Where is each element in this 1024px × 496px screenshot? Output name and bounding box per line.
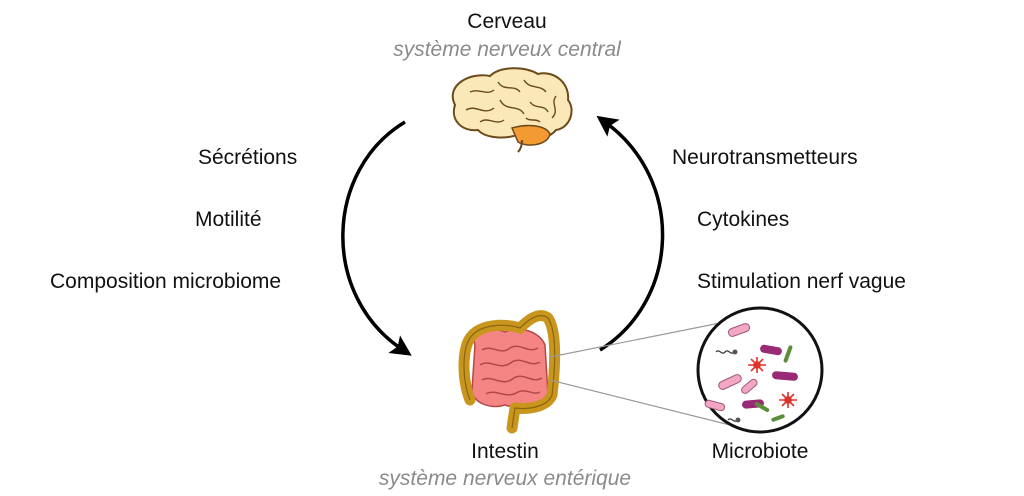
right-label-cytokines: Cytokines xyxy=(697,208,790,231)
gut-subtitle: système nerveux entérique xyxy=(378,467,632,490)
left-label-microbiome-composition: Composition microbiome xyxy=(50,270,282,293)
right-label-vagus-stimulation: Stimulation nerf vague xyxy=(697,270,906,293)
brain-icon xyxy=(451,67,573,153)
zoom-line-top xyxy=(549,317,746,358)
gut-title: Intestin xyxy=(471,440,539,463)
zoom-line-bottom xyxy=(549,379,731,426)
microbiota-circle-icon xyxy=(696,306,824,434)
right-label-neurotransmitters: Neurotransmetteurs xyxy=(672,146,858,169)
left-label-secretions: Sécrétions xyxy=(198,146,298,169)
brain-title: Cerveau xyxy=(467,10,547,33)
arrow-gut-to-brain xyxy=(596,115,665,352)
microbiota-label: Microbiote xyxy=(711,440,809,463)
arrow-brain-to-gut xyxy=(341,120,412,356)
intestine-icon xyxy=(458,310,561,434)
brain-subtitle: système nerveux central xyxy=(393,38,621,61)
left-label-motility: Motilité xyxy=(195,208,262,231)
